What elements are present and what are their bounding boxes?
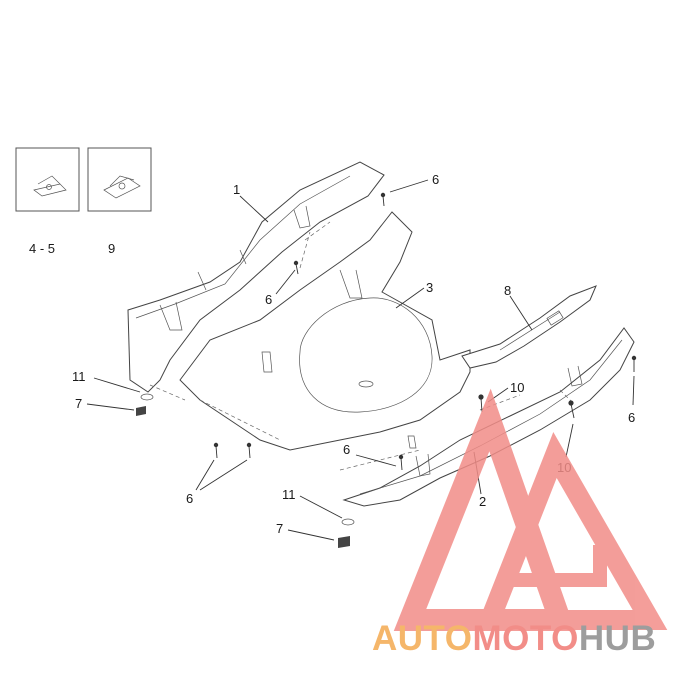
watermark-logo bbox=[393, 388, 668, 631]
part-8-bracket bbox=[461, 285, 597, 369]
inset-clip-9 bbox=[87, 147, 152, 212]
part-2-side-cover bbox=[342, 327, 635, 507]
callout-6: 6 bbox=[186, 491, 193, 506]
callout-7: 7 bbox=[75, 396, 82, 411]
screw-icon bbox=[568, 400, 575, 419]
callout-11: 11 bbox=[72, 369, 86, 384]
watermark-text: AUTOMOTOHUB bbox=[372, 619, 656, 658]
callout-6: 6 bbox=[628, 410, 635, 425]
inset-clip-4-5 bbox=[15, 147, 80, 212]
screw-icon bbox=[293, 260, 299, 275]
part-3-floor-panel bbox=[179, 211, 471, 451]
bolt-icon bbox=[136, 406, 146, 416]
callout-8: 8 bbox=[504, 283, 511, 298]
callout-6: 6 bbox=[343, 442, 350, 457]
callout-3: 3 bbox=[426, 280, 433, 295]
callout-1: 1 bbox=[233, 182, 240, 197]
screw-icon bbox=[478, 394, 484, 413]
callout-6: 6 bbox=[432, 172, 439, 187]
fasteners bbox=[136, 192, 637, 548]
callout-9: 9 bbox=[108, 241, 115, 256]
screw-icon bbox=[246, 442, 252, 459]
callout-4-5: 4 - 5 bbox=[29, 241, 55, 256]
watermark-moto: MOTO bbox=[473, 619, 579, 658]
callout-7: 7 bbox=[276, 521, 283, 536]
callout-2: 2 bbox=[479, 494, 486, 509]
screw-icon bbox=[398, 454, 404, 471]
callout-10: 10 bbox=[510, 380, 524, 395]
washer-icon bbox=[341, 518, 355, 526]
callout-6: 6 bbox=[265, 292, 272, 307]
part-1-side-cover bbox=[127, 161, 385, 393]
screw-icon bbox=[380, 192, 386, 207]
bolt-icon bbox=[338, 536, 350, 548]
screw-icon bbox=[213, 442, 219, 459]
screw-icon bbox=[631, 355, 637, 372]
callout-11: 11 bbox=[282, 487, 296, 502]
watermark-auto: AUTO bbox=[372, 619, 473, 658]
watermark-hub: HUB bbox=[579, 619, 656, 658]
washer-icon bbox=[140, 393, 154, 401]
